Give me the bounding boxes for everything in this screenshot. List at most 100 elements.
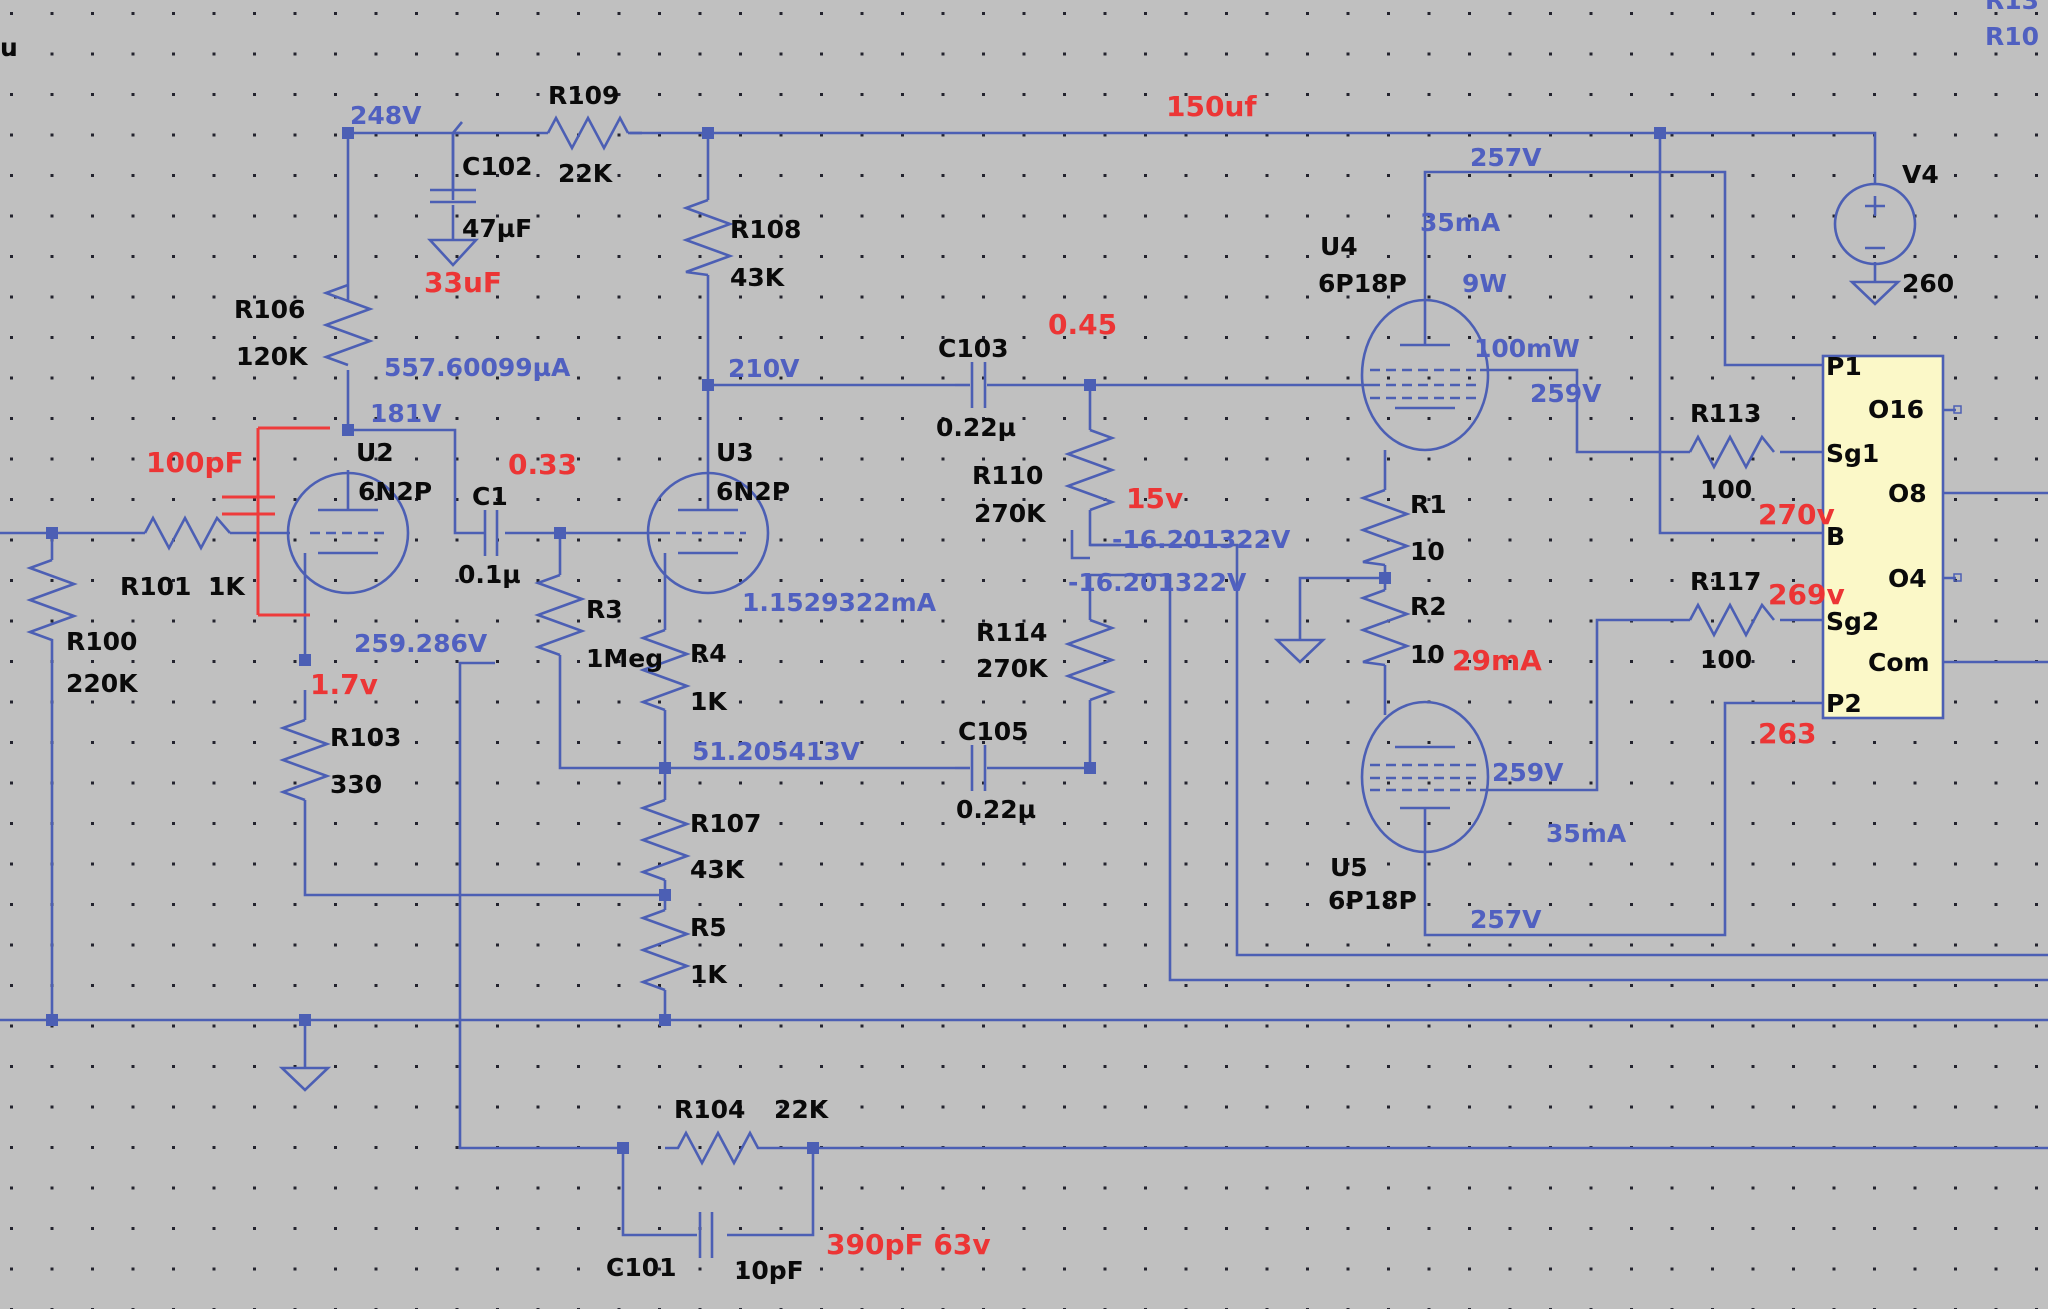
- resistor-R4: [639, 628, 691, 712]
- component-labels: R109 22K C102 47µF R108 43K R106 120K C1…: [66, 81, 1954, 1285]
- R104-value: 22K: [774, 1095, 830, 1124]
- capacitor-C1: [483, 510, 499, 556]
- sim-v259286: 259.286V: [354, 629, 488, 658]
- C105-ref: C105: [958, 717, 1029, 746]
- R106-value: 120K: [236, 342, 309, 371]
- R113-value: 100: [1700, 475, 1752, 504]
- R110-ref: R110: [972, 461, 1043, 490]
- C103-ref: C103: [938, 334, 1009, 363]
- corner-label-2: R10: [1985, 22, 2039, 51]
- R114-value: 270K: [976, 654, 1049, 683]
- C101-ref: C101: [606, 1253, 677, 1282]
- resistor-R113: [1688, 434, 1776, 470]
- pin-B: B: [1826, 522, 1845, 551]
- note-29ma: 29mA: [1452, 644, 1542, 677]
- sim-ma35-bot: 35mA: [1546, 819, 1627, 848]
- sim-v51: 51.205413V: [692, 737, 861, 766]
- R117-value: 100: [1700, 645, 1752, 674]
- C1-ref: C1: [472, 482, 508, 511]
- C103-value: 0.22µ: [936, 413, 1016, 442]
- red-annotations: 150uf 33uF 0.45 100pF 0.33 15v 270v 269v…: [146, 90, 1845, 1261]
- sim-w9: 9W: [1462, 269, 1507, 298]
- sim-mw100: 100mW: [1474, 334, 1580, 363]
- sim-v248: 248V: [350, 101, 422, 130]
- transformer-pin-labels: P1 Sg1 B Sg2 P2 O16 O8 O4 Com: [1826, 352, 1930, 718]
- pin-O8: O8: [1888, 479, 1927, 508]
- capacitors: [430, 188, 1005, 1258]
- R3-value: 1Meg: [586, 644, 663, 673]
- R5-value: 1K: [690, 960, 728, 989]
- note-269v: 269v: [1768, 578, 1845, 611]
- R101-ref: R101: [120, 572, 191, 601]
- R113-ref: R113: [1690, 399, 1761, 428]
- resistor-R114: [1064, 618, 1116, 702]
- R2-ref: R2: [1410, 592, 1447, 621]
- R104-ref: R104: [674, 1095, 745, 1124]
- R103-value: 330: [330, 770, 382, 799]
- R1-value: 10: [1410, 537, 1445, 566]
- U4-ref: U4: [1320, 232, 1358, 261]
- sim-v259-top: 259V: [1530, 379, 1602, 408]
- sim-v210: 210V: [728, 354, 800, 383]
- resistor-R110: [1064, 428, 1116, 512]
- pin-P2: P2: [1826, 689, 1862, 718]
- R103-ref: R103: [330, 723, 401, 752]
- note-33uf: 33uF: [424, 266, 502, 299]
- resistor-R101: [143, 515, 231, 551]
- R100-ref: R100: [66, 627, 137, 656]
- resistor-R108: [682, 198, 734, 277]
- U5-value: 6P18P: [1328, 886, 1417, 915]
- pin-Sg1: Sg1: [1826, 439, 1879, 468]
- capacitor-C102: [430, 188, 476, 204]
- note-045: 0.45: [1048, 308, 1117, 341]
- C101-value: 10pF: [734, 1256, 804, 1285]
- note-263: 263: [1758, 717, 1816, 750]
- pin-Sg2: Sg2: [1826, 607, 1879, 636]
- pin-O4: O4: [1888, 564, 1927, 593]
- V4-ref: V4: [1902, 160, 1939, 189]
- R109-value: 22K: [558, 159, 614, 188]
- C105-value: 0.22µ: [956, 795, 1036, 824]
- note-15v: 15v: [1126, 482, 1183, 515]
- R107-value: 43K: [690, 855, 746, 884]
- C1-value: 0.1µ: [458, 560, 521, 589]
- R108-ref: R108: [730, 215, 801, 244]
- R109-ref: R109: [548, 81, 619, 110]
- sim-v-neg2: -16.201322V: [1068, 568, 1247, 597]
- R100-value: 220K: [66, 669, 139, 698]
- R4-ref: R4: [690, 639, 727, 668]
- resistor-R107: [639, 798, 691, 882]
- pin-P1: P1: [1826, 352, 1862, 381]
- ground-icon: [427, 238, 479, 267]
- sim-v259-bot: 259V: [1492, 758, 1564, 787]
- note-033: 0.33: [508, 448, 577, 481]
- resistor-R100: [26, 558, 78, 650]
- pin-O16: O16: [1868, 395, 1924, 424]
- red-annotation-cap: [222, 426, 330, 617]
- capacitor-C105: [955, 745, 1005, 791]
- R1-ref: R1: [1410, 490, 1447, 519]
- sim-v257-bot: 257V: [1470, 905, 1542, 934]
- sim-ma35-top: 35mA: [1420, 208, 1501, 237]
- R2-value: 10: [1410, 640, 1445, 669]
- sim-ua557: 557.60099µA: [384, 353, 571, 382]
- R3-ref: R3: [586, 595, 623, 624]
- tube-U3: [646, 471, 770, 595]
- wires: [0, 121, 2048, 1237]
- sim-v-neg1: -16.201322V: [1112, 525, 1291, 554]
- R106-ref: R106: [234, 295, 305, 324]
- tube-U5: [1360, 700, 1490, 854]
- sim-ma115: 1.1529322mA: [742, 588, 937, 617]
- resistor-R3: [534, 573, 586, 657]
- U2-value: 6N2P: [358, 477, 432, 506]
- capacitor-C103: [955, 362, 1005, 408]
- grounds: [278, 238, 1902, 1092]
- note-17v: 1.7v: [310, 668, 378, 701]
- U2-ref: U2: [356, 438, 394, 467]
- resistor-R117: [1688, 602, 1776, 638]
- sim-v257-top: 257V: [1470, 143, 1542, 172]
- note-150uf: 150uf: [1166, 90, 1257, 123]
- U3-ref: U3: [716, 438, 754, 467]
